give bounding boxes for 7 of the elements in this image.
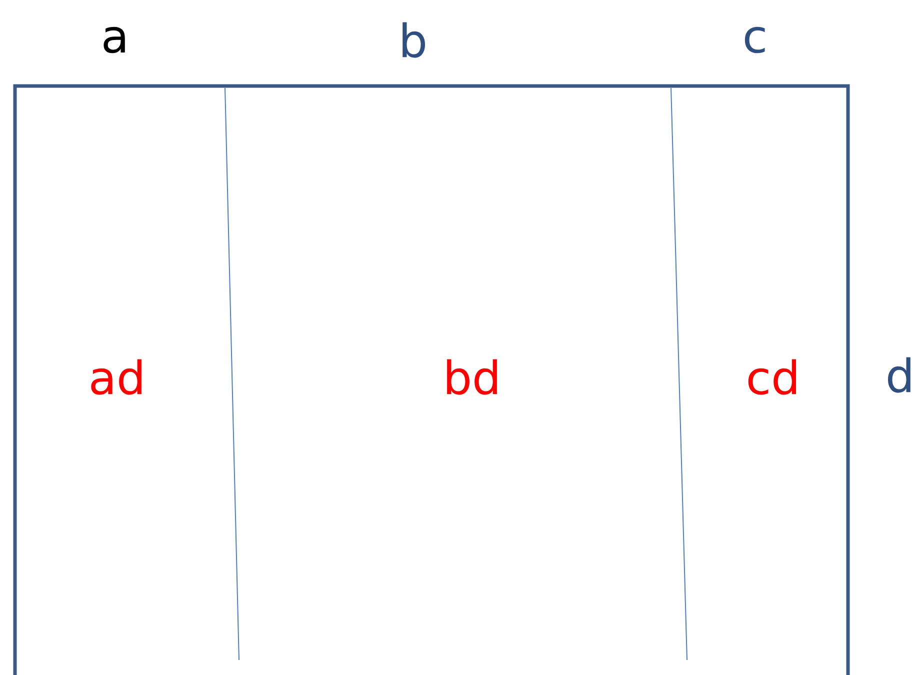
area-label: bd bbox=[447, 359, 497, 395]
area-label: cd bbox=[748, 359, 796, 395]
area-label: ad bbox=[91, 359, 142, 395]
side-label: b bbox=[402, 22, 426, 58]
side-label: d bbox=[888, 357, 910, 393]
side-label: a bbox=[104, 26, 125, 54]
side-label: c bbox=[744, 26, 765, 54]
